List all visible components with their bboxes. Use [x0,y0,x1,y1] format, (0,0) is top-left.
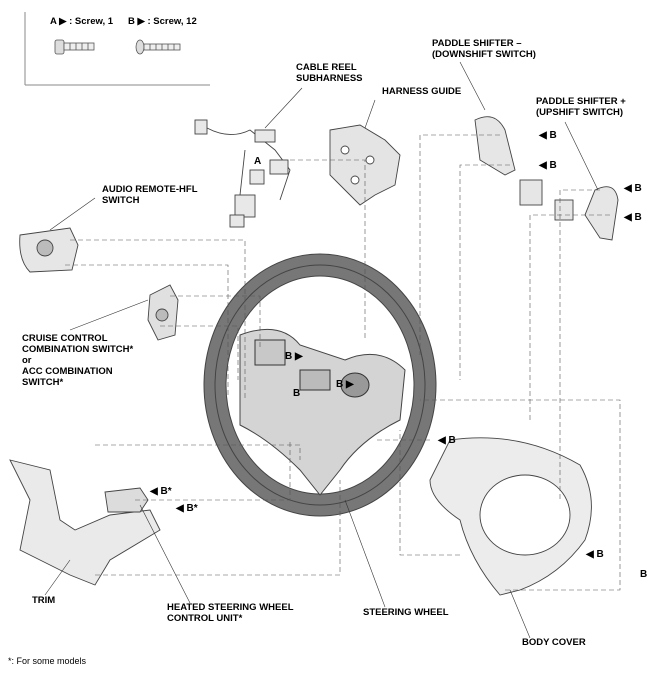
leader-lines [44,61,599,639]
label-body-cover: BODY COVER [522,637,586,648]
callout-screw-b: ◀ B [438,435,456,446]
label-audio-remote-switch: AUDIO REMOTE-HFL SWITCH [102,184,198,206]
label-paddle-shifter-minus: PADDLE SHIFTER – (DOWNSHIFT SWITCH) [432,38,536,60]
steering-wheel-drawing [203,253,437,517]
cruise-control-drawing [147,284,179,341]
callout-screw-b-star: ◀ B* [150,486,172,497]
paddle-shifter-plus-drawing [554,186,619,241]
label-cable-reel-subharness: CABLE REEL SUBHARNESS [296,62,363,84]
body-cover-drawing [429,437,592,596]
callout-screw-b: ◀ B [586,549,604,560]
cable-reel-drawing [194,119,291,228]
footnote: *: For some models [8,656,87,666]
callout-screw-b: ◀ B [624,212,642,223]
label-cruise-control-switch: CRUISE CONTROL COMBINATION SWITCH* or AC… [22,333,134,388]
legend-frame [24,12,210,86]
paddle-shifter-minus-drawing [474,116,543,206]
callout-screw-b: B [293,388,301,399]
callout-screw-b: B [640,569,648,580]
audio-remote-drawing [19,227,79,273]
callout-screw-b-star: ◀ B* [176,503,198,514]
label-heated-control-unit: HEATED STEERING WHEEL CONTROL UNIT* [167,602,294,624]
label-trim: TRIM [32,595,56,606]
alignment-lines [65,134,621,591]
heated-unit-drawing [104,487,149,513]
callout-screw-b: ◀ B [539,130,557,141]
callout-screw-b: ◀ B [624,183,642,194]
trim-drawing [9,459,161,586]
label-paddle-shifter-plus: PADDLE SHIFTER + (UPSHIFT SWITCH) [536,96,626,118]
screw-a-icon [54,39,95,55]
callout-screw-b: B ▶ [336,379,354,390]
callout-screw-a: A [254,156,262,167]
legend-screw-a: A ▶ : Screw, 1 [50,16,114,27]
callout-screw-b: ◀ B [539,160,557,171]
callout-screw-b: B ▶ [285,351,303,362]
legend-screw-b: B ▶ : Screw, 12 [128,16,197,27]
screw-b-icon [135,39,181,55]
label-harness-guide: HARNESS GUIDE [382,86,462,97]
label-steering-wheel: STEERING WHEEL [363,607,449,618]
